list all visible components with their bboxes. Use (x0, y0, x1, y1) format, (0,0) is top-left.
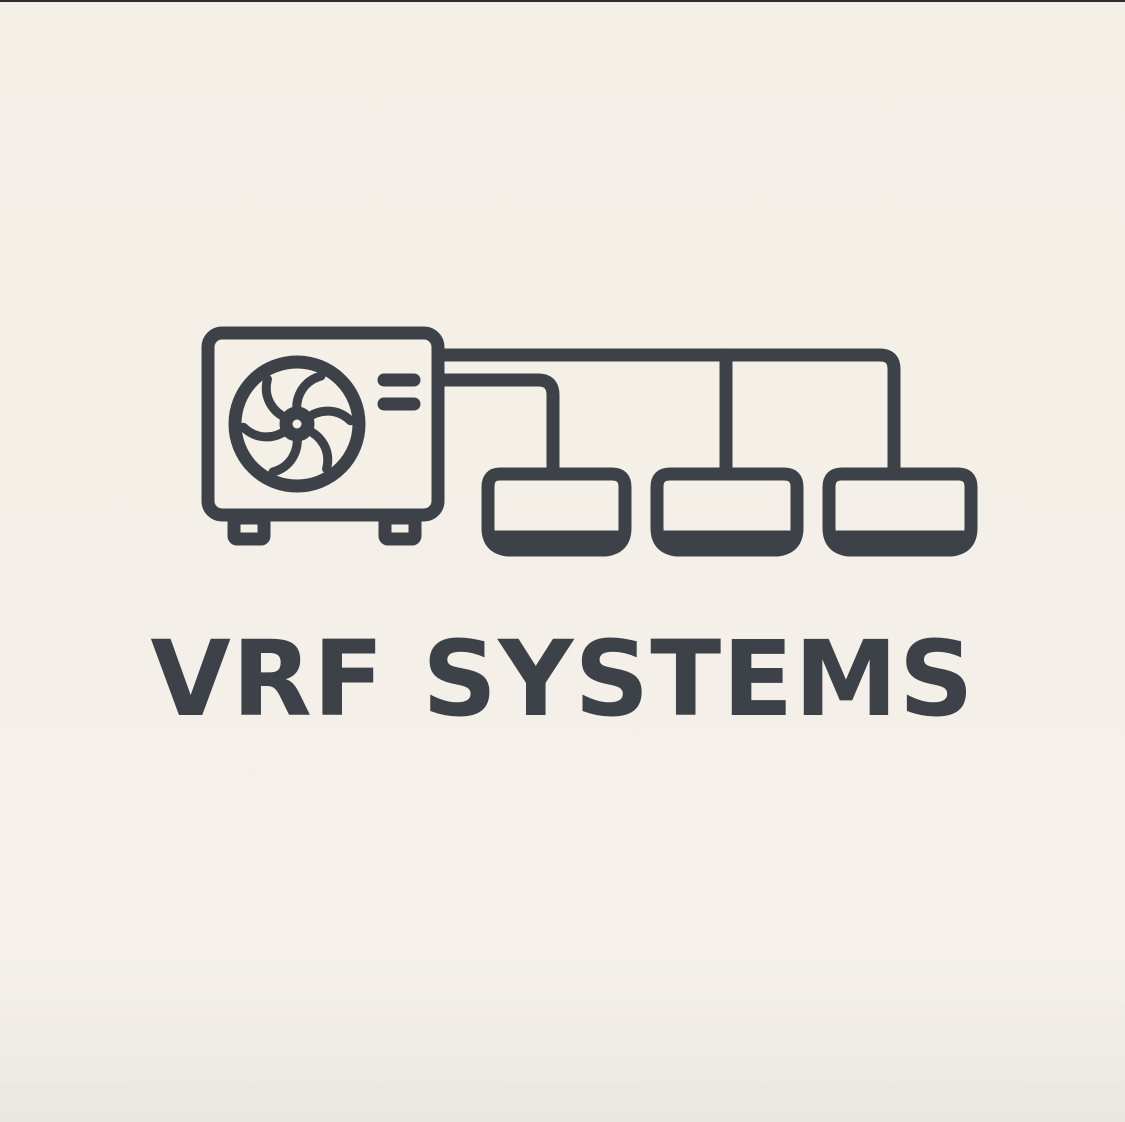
outdoor-unit-foot-right-icon (378, 511, 422, 546)
pipe-main-icon (433, 348, 901, 481)
top-border (0, 0, 1125, 2)
indoor-unit-3-icon (822, 467, 978, 557)
fan-ring-icon (228, 355, 366, 493)
logo-title: VRF SYSTEMS (150, 618, 975, 740)
outdoor-unit-foot-left-icon (227, 511, 271, 546)
indoor-unit-2-icon (650, 467, 804, 557)
pipe-branch-left-icon (433, 373, 560, 481)
fan-blades-icon (238, 371, 356, 477)
refrigerant-pipes-icon (433, 348, 901, 481)
fan-icon (228, 355, 366, 493)
outdoor-unit-icon (201, 326, 445, 546)
outdoor-unit-body-icon (201, 326, 445, 522)
indoor-unit-1-icon (481, 467, 632, 557)
